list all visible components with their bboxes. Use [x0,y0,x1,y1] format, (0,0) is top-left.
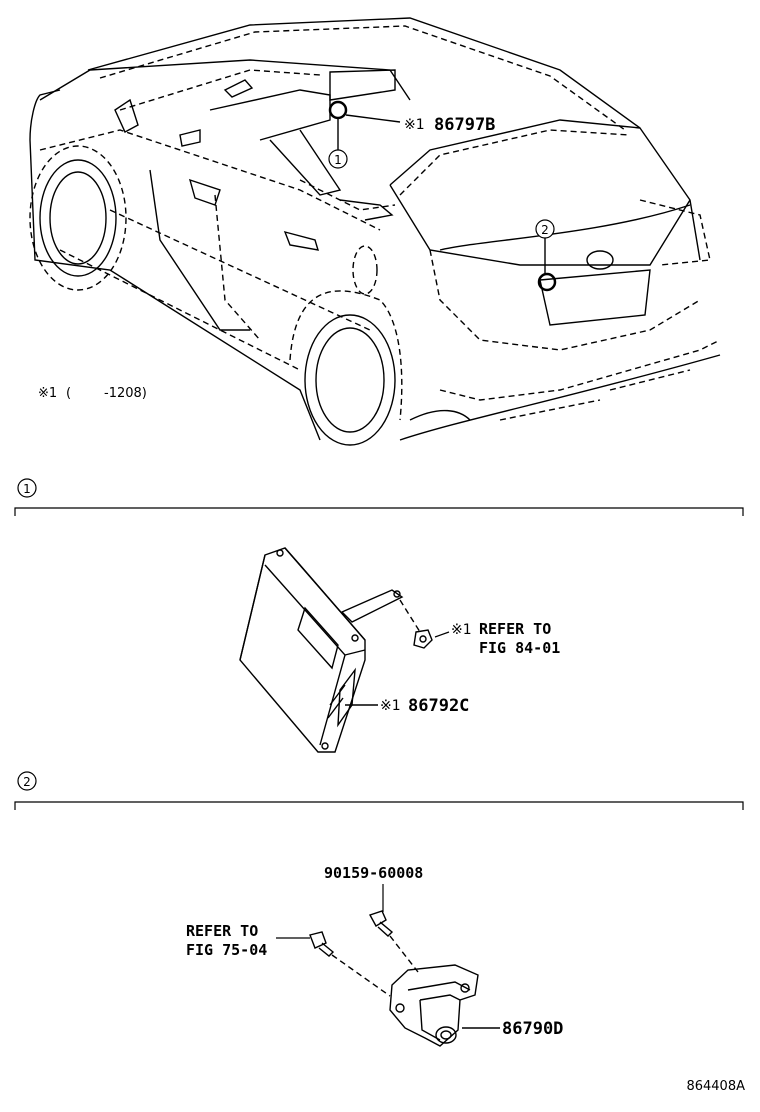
section-1-ref-line1: REFER TO [479,620,551,638]
overview-part-mark: ※1 [404,117,425,133]
overview-callout-1-text: 1 [334,153,342,167]
section-2-ref-line2: FIG 75-04 [186,941,267,959]
section-1-part-mark: ※1 [380,698,401,714]
camera-and-bolts-drawing [309,910,479,1047]
section-2-number: 2 [23,775,31,789]
section-1-ref-mark: ※1 [451,622,472,638]
section-1-ref-line2: FIG 84-01 [479,639,560,657]
overview-callout-2: 2 [535,219,557,292]
footnote-paren: ( [66,386,71,401]
vehicle-overview-drawing [29,17,721,446]
section-1-part-label: 86792C [408,696,469,716]
section-2-ref-line1: REFER TO [186,922,258,940]
figure-id: 864408A [686,1079,745,1094]
ref-1-leader [434,631,450,638]
footnote-mark: ※1 [38,386,57,401]
footnote-code: -1208) [104,386,147,401]
overview-callout-2-text: 2 [541,223,549,237]
overview-callout-1: 1 [328,100,401,169]
section-2-bolt-label: 90159-60008 [324,864,423,882]
section-1-number: 1 [23,482,31,496]
section-2-header: 2 [14,771,744,810]
overview-part-label: 86797B [434,115,495,135]
section-1-header: 1 [14,478,744,516]
section-2-part-label: 86790D [502,1019,563,1039]
computer-module-drawing [239,547,433,753]
